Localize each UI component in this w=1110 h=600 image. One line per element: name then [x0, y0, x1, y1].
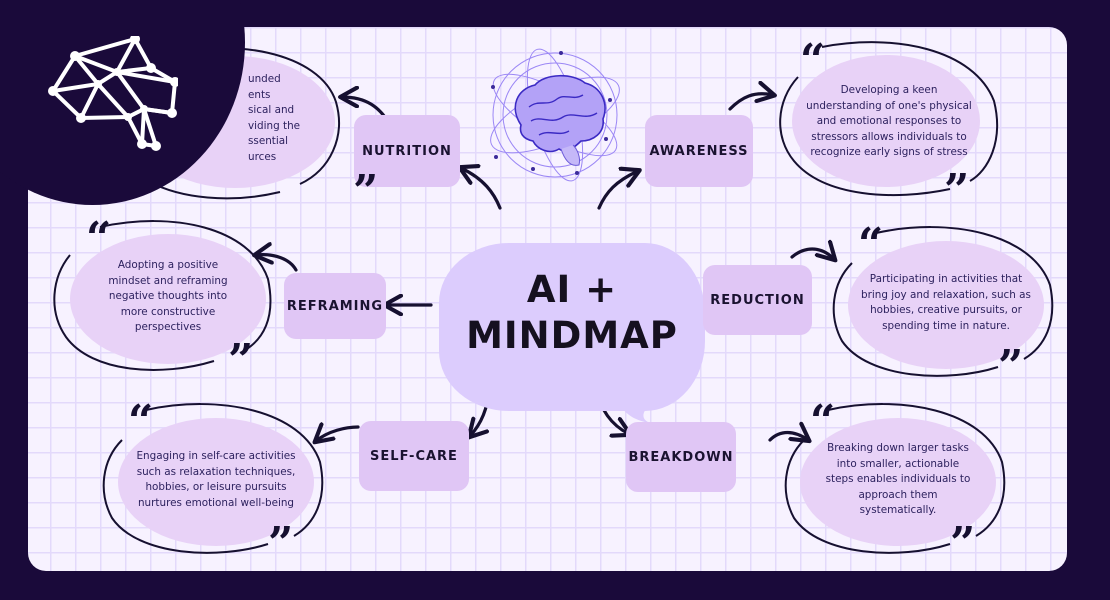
- quote-line: unded: [248, 73, 281, 85]
- bubble-tail: [618, 403, 652, 423]
- brain-network-icon[interactable]: [48, 36, 178, 154]
- open-quote-icon: “: [810, 396, 836, 447]
- open-quote-icon: “: [86, 213, 112, 264]
- node-label: NUTRITION: [362, 143, 452, 159]
- center-bubble: [439, 243, 705, 411]
- close-quote-icon: ”: [944, 165, 970, 216]
- center-title-line1: AI +: [526, 268, 618, 311]
- quote-text: Developing a keen understanding of one's…: [806, 84, 972, 159]
- open-quote-icon: “: [128, 396, 154, 447]
- arrow-to-breakdown-quote: [768, 433, 808, 441]
- brain-orbit-icon: [490, 48, 620, 182]
- close-quote-icon: ”: [228, 335, 254, 386]
- quote-line: urces: [248, 150, 277, 163]
- arrow-to-nutrition: [461, 168, 502, 210]
- quote-line: viding the: [248, 119, 301, 132]
- center-title: AI + MINDMAP: [439, 267, 705, 359]
- close-quote-icon: ”: [268, 518, 294, 569]
- quote-breakdown: Breaking down larger tasks into smaller,…: [780, 396, 1012, 566]
- node-reframing[interactable]: REFRAMING: [284, 273, 386, 339]
- close-quote-icon: ”: [950, 518, 976, 569]
- quote-reduction: Participating in activities that bring j…: [828, 219, 1060, 389]
- node-breakdown[interactable]: BREAKDOWN: [626, 422, 736, 492]
- center-title-line2: MINDMAP: [466, 314, 678, 357]
- node-label: REFRAMING: [286, 298, 384, 314]
- node-label: BREAKDOWN: [628, 449, 734, 465]
- node-label: SELF-CARE: [370, 448, 458, 464]
- arrow-to-awareness-quote: [728, 94, 773, 111]
- quote-reframing: Adopting a positive mindset and reframin…: [42, 213, 274, 383]
- node-label: REDUCTION: [710, 292, 805, 308]
- node-nutrition[interactable]: NUTRITION: [354, 115, 460, 187]
- arrow-to-reduction-quote: [790, 249, 834, 259]
- quote-text: Breaking down larger tasks into smaller,…: [825, 442, 971, 517]
- arrow-to-awareness: [597, 171, 638, 210]
- quote-awareness: Developing a keen understanding of one's…: [774, 35, 1004, 213]
- open-quote-icon: “: [800, 35, 826, 86]
- quote-text: Participating in activities that bring j…: [861, 273, 1031, 332]
- quote-self-care: Engaging in self-care activities such as…: [98, 396, 330, 566]
- node-reduction[interactable]: REDUCTION: [703, 265, 812, 335]
- node-label: AWARENESS: [649, 143, 749, 159]
- mindmap-canvas: AI + MINDMAP NUTRITION AWARENESS REFRAMI…: [28, 27, 1067, 571]
- close-quote-icon: ”: [353, 166, 379, 217]
- quote-text: Engaging in self-care activities such as…: [136, 450, 296, 509]
- node-awareness[interactable]: AWARENESS: [645, 115, 753, 187]
- arrow-to-self-care-quote: [316, 427, 360, 441]
- close-quote-icon: ”: [998, 341, 1024, 392]
- open-quote-icon: “: [858, 219, 884, 270]
- node-self-care[interactable]: SELF-CARE: [359, 421, 469, 491]
- quote-line: sical and: [248, 104, 295, 116]
- quote-line: ents: [248, 88, 271, 101]
- arrow-to-reframing-quote: [256, 255, 298, 272]
- quote-line: ssential: [248, 135, 289, 147]
- quote-text: Adopting a positive mindset and reframin…: [108, 259, 228, 334]
